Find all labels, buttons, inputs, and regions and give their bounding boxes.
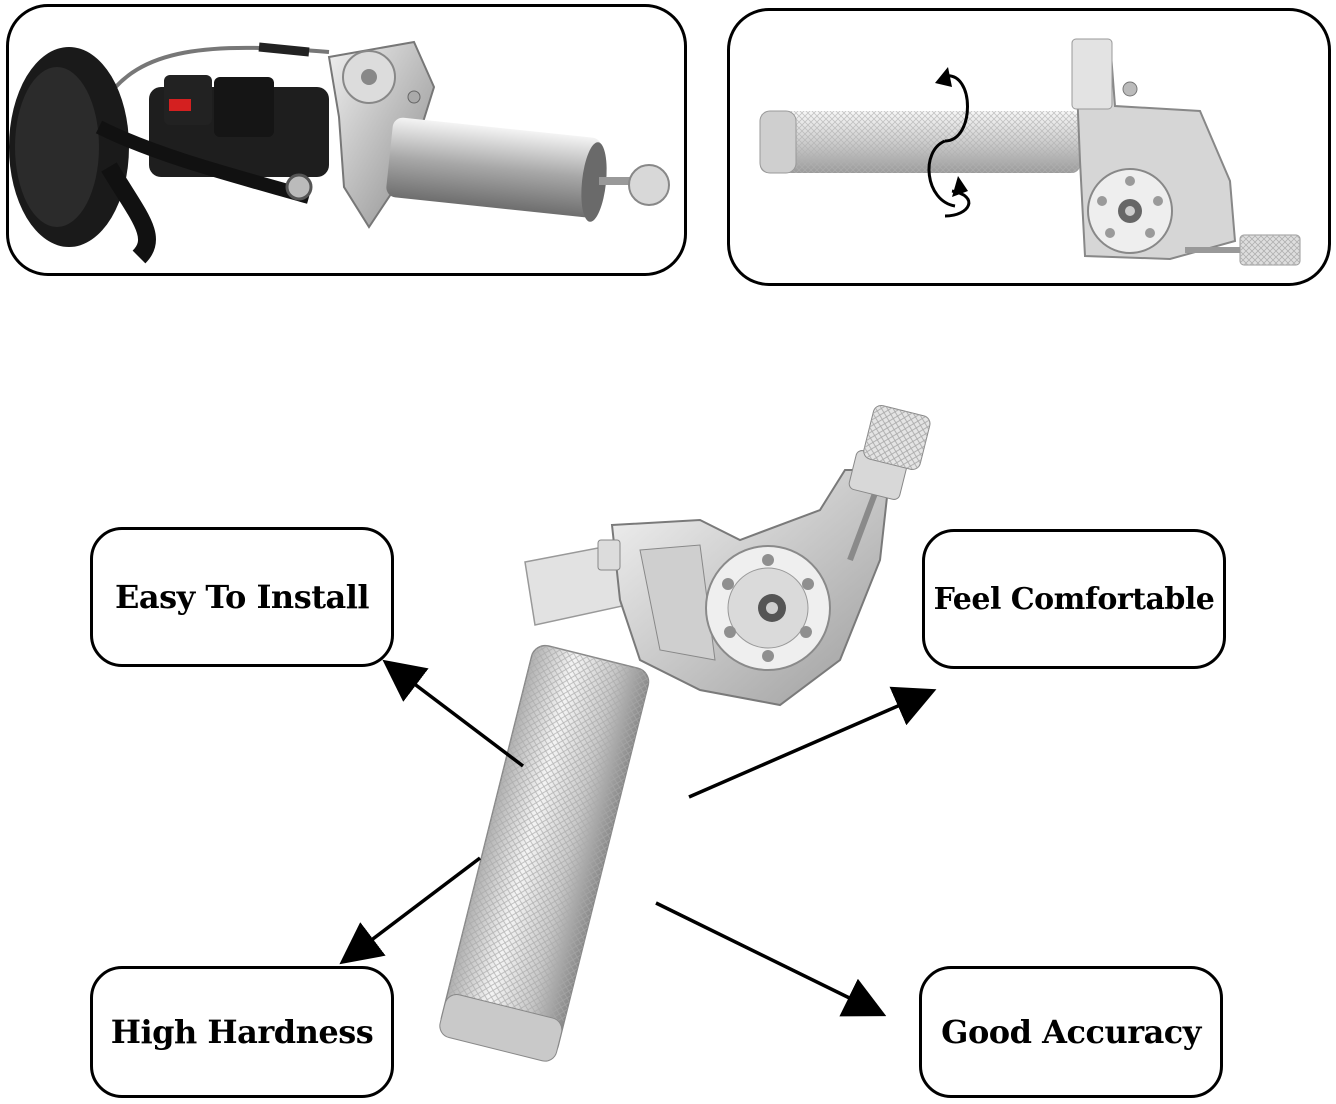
- feature-label: High Hardness: [110, 1013, 374, 1051]
- arrow-icon: [688, 686, 937, 799]
- arrow-icon: [339, 856, 482, 965]
- feature-feel-comfortable: Feel Comfortable: [922, 529, 1226, 669]
- feature-label: Feel Comfortable: [933, 581, 1215, 617]
- feature-high-hardness: High Hardness: [90, 966, 394, 1098]
- feature-easy-install: Easy To Install: [90, 527, 394, 667]
- arrow-icon: [382, 659, 525, 768]
- photo-panel-rotation: [727, 8, 1331, 286]
- photo-panel-installed: [6, 4, 687, 276]
- feature-label: Good Accuracy: [941, 1013, 1201, 1051]
- arrow-icon: [655, 901, 887, 1017]
- rotating-throttle-illustration: [759, 38, 1301, 266]
- feature-label: Easy To Install: [114, 578, 370, 616]
- feature-good-accuracy: Good Accuracy: [919, 966, 1223, 1098]
- installed-throttle-illustration: [9, 40, 670, 264]
